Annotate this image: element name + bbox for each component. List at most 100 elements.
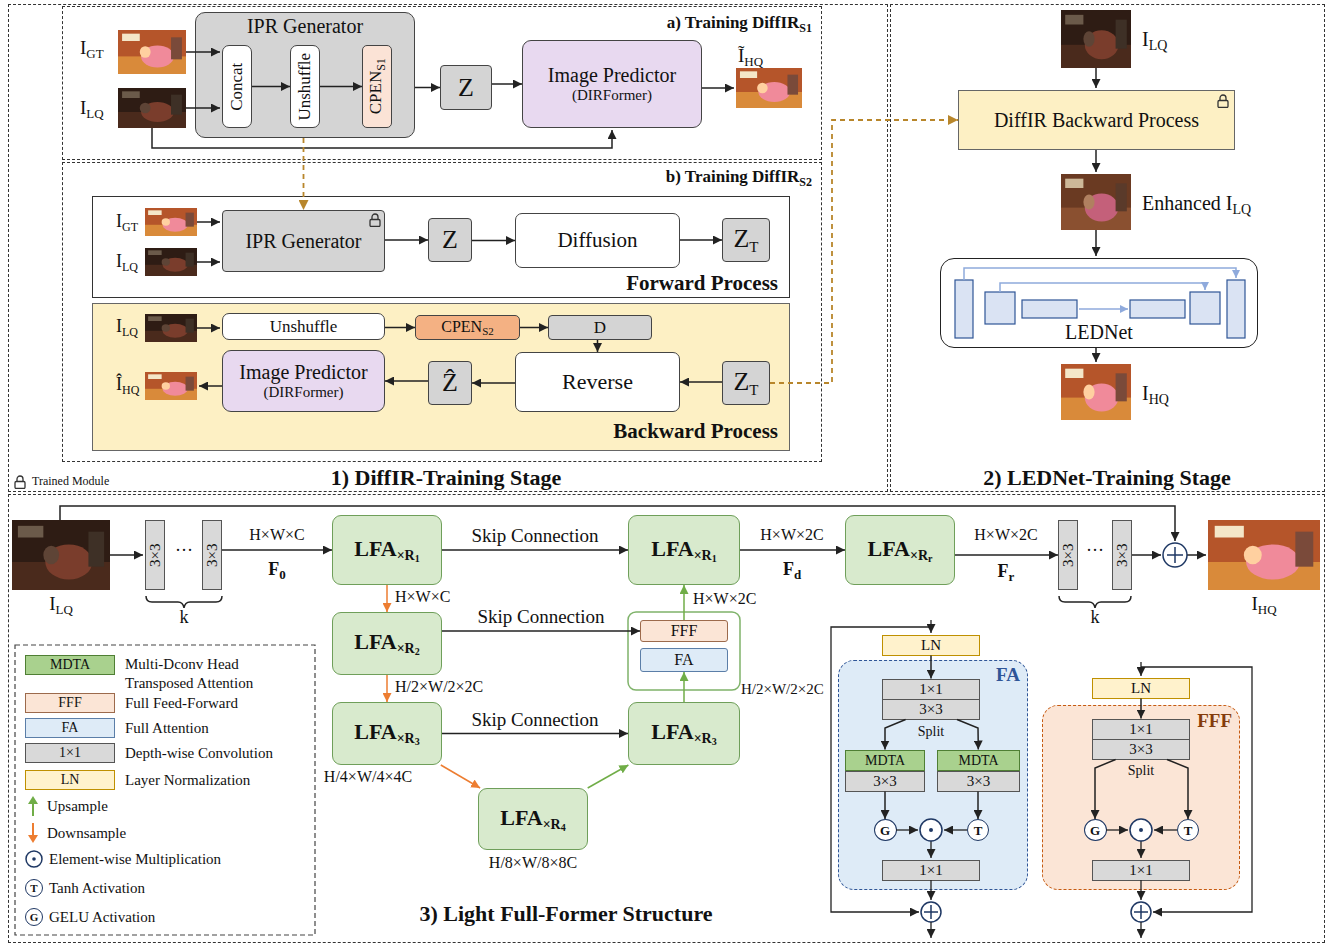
process-box: LN: [882, 635, 980, 656]
text-holder: b) Training DiffIRS2: [666, 168, 812, 189]
lfa-block: LFA×R1: [628, 515, 740, 585]
block-wiring: [831, 620, 1252, 938]
connector: [770, 120, 958, 383]
text-holder: FFF: [1197, 711, 1232, 732]
drawing: [15, 476, 25, 489]
process-box: Z: [428, 218, 472, 262]
module-box: IPR Generator: [222, 210, 385, 272]
image-label: LQ: [122, 260, 138, 274]
text-holder: T: [968, 820, 988, 840]
dimension-label: H×W×2C: [693, 590, 756, 607]
legend-swatch: 1×1: [25, 743, 115, 763]
node-text: LN: [1131, 680, 1151, 696]
legend-sample-text: FFF: [58, 695, 81, 711]
process-box: Unshuffle: [290, 45, 320, 128]
lfa-block: LFA×R2: [332, 612, 442, 675]
text-holder: 3×3: [203, 543, 221, 566]
text-holder: LFA×R4: [479, 789, 587, 849]
connector: [303, 138, 305, 210]
drawing: [60, 506, 1175, 541]
legend-text: Multi-Dconv Head Transposed Attention: [125, 655, 310, 693]
text-holder: 1×1: [883, 861, 979, 880]
sum-symbol: [921, 543, 1187, 922]
connector: [930, 656, 932, 679]
process-box: Z: [440, 65, 492, 110]
node-text: ×R: [543, 817, 561, 832]
text-holder: 3×3: [146, 521, 164, 589]
text-holder: 3×3: [1113, 521, 1131, 589]
connector: [977, 792, 979, 820]
drawing: [145, 372, 197, 400]
text-holder: Unshuffle: [295, 53, 315, 121]
drawing: [1227, 280, 1245, 338]
legend-swatch: MDTA: [25, 655, 115, 675]
legend-sample-text: G: [30, 912, 39, 923]
label-group: ĨHQ: [738, 46, 763, 69]
image-label: I: [116, 211, 122, 231]
text-holder: LN: [1131, 679, 1151, 697]
node-text: 4: [561, 822, 566, 833]
conv-block: 3×3: [1058, 520, 1078, 590]
legend-text: Full Attention: [125, 719, 209, 738]
label-group: H/4×W/4×4C: [324, 768, 412, 786]
node-text: MDTA: [865, 753, 905, 768]
drawing: [197, 261, 220, 263]
drawing: [985, 292, 1015, 324]
connector: [1140, 699, 1142, 719]
legend-swatch: LN: [25, 770, 115, 790]
image-label: LQ: [1233, 202, 1252, 217]
text-holder: Image Predictor(DIRFormer): [223, 351, 384, 411]
drawing: [1130, 819, 1152, 841]
text-holder: LN: [1093, 679, 1189, 698]
drawing: [1140, 880, 1141, 900]
sub-panel: b) Training DiffIRS2Forward Process IPR G…: [62, 162, 822, 462]
split-label: Split: [918, 724, 944, 739]
label-group: F0: [268, 560, 286, 582]
drawing: [921, 902, 941, 922]
node-text: Reverse: [562, 369, 633, 394]
text-holder: T: [1184, 821, 1193, 839]
edge-label: Skip Connection: [474, 607, 607, 628]
process-box: ZT: [722, 218, 770, 262]
process-box: ZT: [722, 361, 770, 405]
dimension-label: H×W×2C: [760, 526, 823, 543]
drawing: [1079, 308, 1128, 310]
node-text: Diffusion: [557, 228, 637, 252]
drawing: [930, 620, 931, 633]
drawing: [896, 829, 918, 830]
lfa-block: LFA×Rr: [845, 515, 955, 585]
drawing: [1095, 230, 1097, 256]
legend-sample-text: MDTA: [50, 657, 90, 673]
node-text: Forward Process: [626, 271, 778, 295]
text-holder: LN: [921, 636, 941, 654]
legend-entry: Trained Module: [14, 474, 109, 489]
node-text: Backward Process: [613, 419, 778, 443]
node-text: LFA: [500, 805, 542, 830]
connector: [683, 672, 685, 702]
connector: [442, 549, 628, 551]
text-holder: LFA×Rr: [846, 516, 954, 584]
text-holder: Unshuffle: [291, 46, 319, 127]
text-holder: 1×1: [1129, 720, 1152, 738]
connector: [683, 585, 685, 620]
connector: [385, 239, 428, 241]
stage-panel: 3) Light Full-Former Structure3×33×3LFA×…: [8, 494, 1325, 943]
legend-sample-text: 1×1: [59, 745, 81, 761]
feature-label: F: [783, 559, 794, 579]
text-holder: MDTA: [938, 751, 1019, 770]
drawing: [152, 128, 612, 148]
connector: [320, 86, 362, 88]
drawing: [25, 795, 41, 817]
drawing: [12, 520, 110, 590]
node-text: b) Training DiffIR: [666, 167, 800, 186]
connector: [442, 630, 640, 632]
node-text: 3: [712, 736, 717, 747]
legend-entry: TTanh Activation: [25, 879, 145, 898]
text-holder: IPR Generator: [245, 230, 361, 253]
process-box: Diffusion: [515, 213, 680, 268]
process-box: FA: [640, 648, 728, 672]
drawing: [1000, 283, 1205, 292]
drawing: [145, 314, 197, 342]
legend-entry: GGELU Activation: [25, 908, 155, 927]
